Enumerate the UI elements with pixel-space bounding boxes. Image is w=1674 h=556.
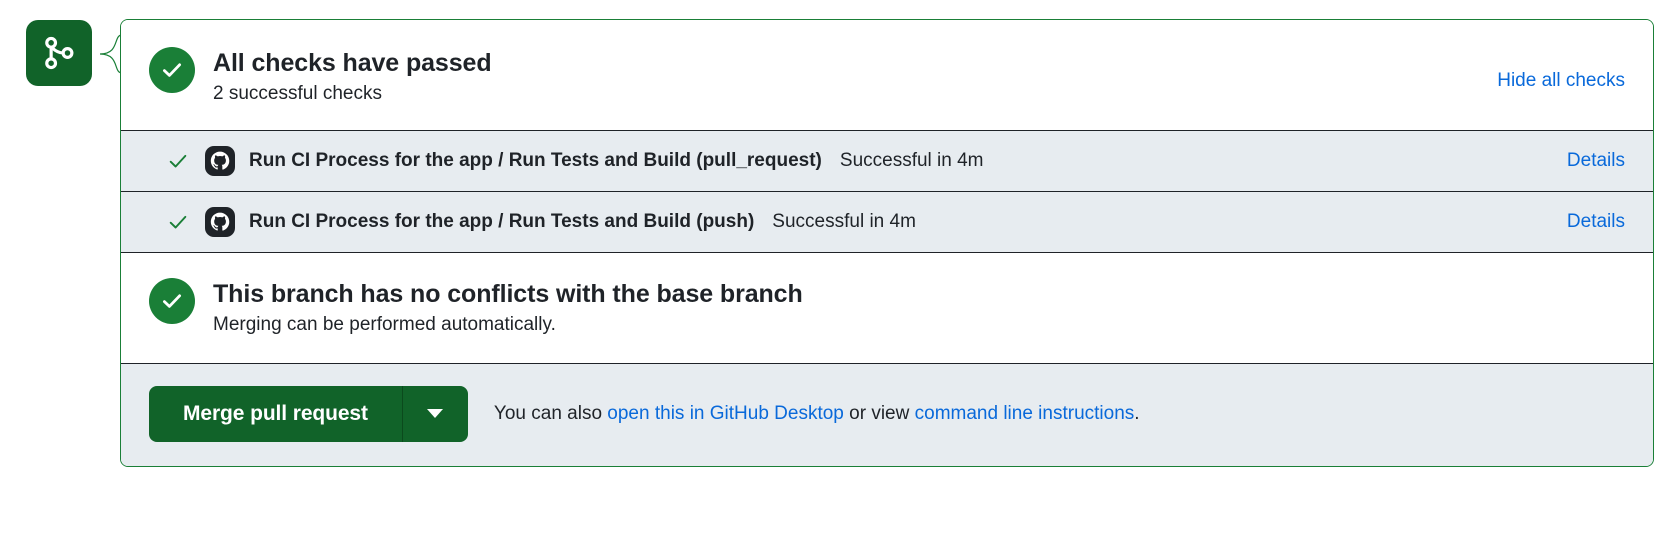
check-row[interactable]: Run CI Process for the app / Run Tests a… [121, 190, 1653, 252]
checks-header-texts: All checks have passed 2 successful chec… [213, 46, 492, 106]
check-status: Successful in 4m [772, 210, 916, 232]
conflicts-title: This branch has no conflicts with the ba… [213, 279, 803, 308]
merge-options-dropdown-button[interactable] [401, 385, 468, 442]
check-name: Run CI Process for the app / Run Tests a… [249, 149, 822, 171]
merge-footer: Merge pull request You can also open thi… [121, 362, 1653, 466]
check-row[interactable]: Run CI Process for the app / Run Tests a… [121, 129, 1653, 191]
checks-header-subtitle: 2 successful checks [213, 83, 382, 104]
checks-header: All checks have passed 2 successful chec… [121, 20, 1653, 130]
chevron-down-icon [427, 409, 444, 418]
merge-pull-request-button[interactable]: Merge pull request [149, 385, 402, 442]
check-icon [167, 211, 189, 233]
checks-header-title: All checks have passed [213, 49, 492, 77]
git-pull-request-icon [42, 36, 76, 70]
merge-footer-note: You can also open this in GitHub Desktop… [494, 403, 1140, 425]
footer-note-middle: or view [843, 402, 915, 424]
github-actions-icon [204, 206, 236, 238]
check-details-link[interactable]: Details [1566, 149, 1625, 171]
merge-box: All checks have passed 2 successful chec… [120, 19, 1654, 467]
pull-request-state-badge [26, 20, 92, 86]
check-details-link[interactable]: Details [1566, 210, 1625, 232]
hide-all-checks-link[interactable]: Hide all checks [1497, 70, 1625, 91]
checks-list: Run CI Process for the app / Run Tests a… [121, 129, 1653, 252]
conflicts-texts: This branch has no conflicts with the ba… [213, 277, 803, 337]
footer-note-prefix: You can also [493, 402, 608, 424]
open-in-github-desktop-link[interactable]: open this in GitHub Desktop [607, 402, 844, 424]
command-line-instructions-link[interactable]: command line instructions [914, 402, 1135, 424]
check-icon [167, 150, 189, 172]
footer-note-suffix: . [1134, 402, 1140, 424]
check-circle-icon [149, 47, 195, 93]
check-name: Run CI Process for the app / Run Tests a… [249, 210, 755, 232]
conflicts-section: This branch has no conflicts with the ba… [121, 251, 1653, 363]
merge-button-group: Merge pull request [149, 385, 468, 442]
check-circle-icon [149, 277, 195, 324]
conflicts-subtitle: Merging can be performed automatically. [213, 313, 556, 335]
github-actions-icon [204, 145, 236, 177]
check-status: Successful in 4m [839, 149, 984, 171]
